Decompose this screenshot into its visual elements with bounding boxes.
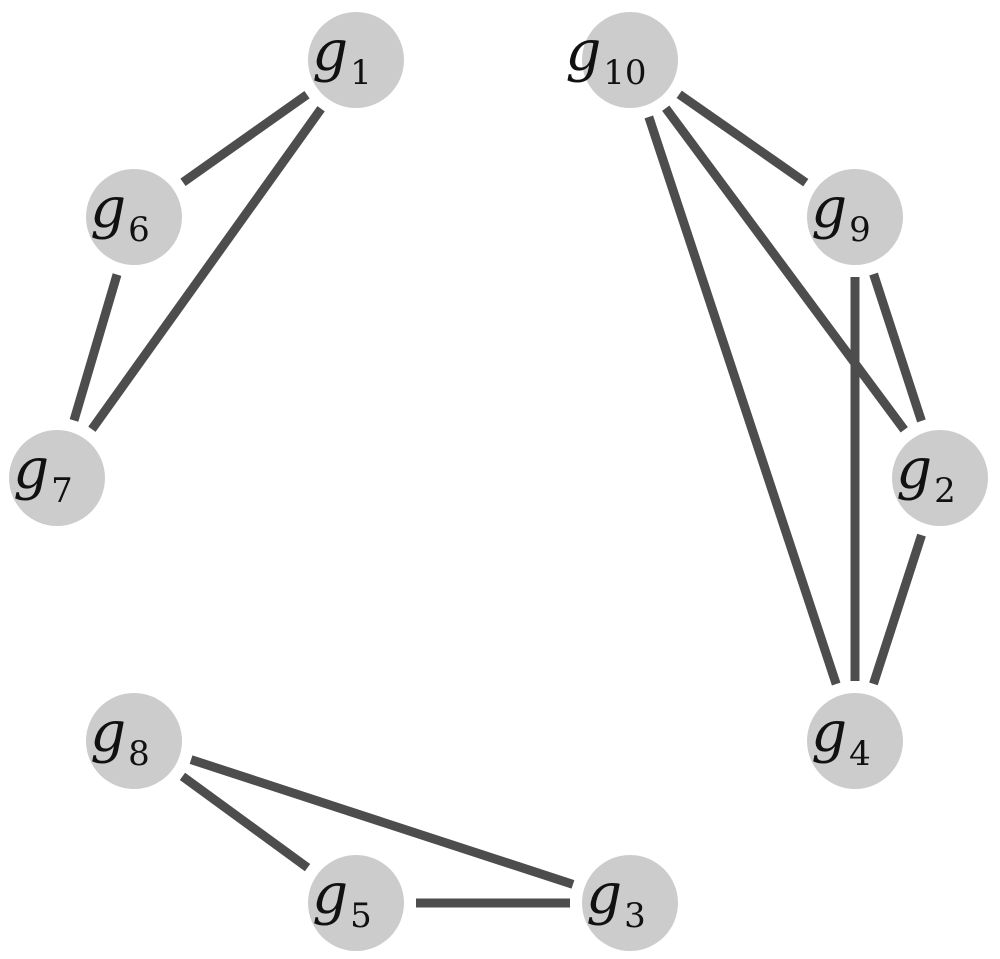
edge-g10-g2	[662, 105, 908, 433]
node-label: g2	[896, 437, 956, 511]
node-subscript: 8	[128, 734, 150, 774]
node-label: g7	[13, 437, 73, 511]
node-g10: g10	[565, 12, 678, 108]
node-label: g10	[565, 19, 646, 93]
node-label: g4	[811, 700, 871, 774]
node-g5: g5	[308, 855, 404, 951]
edge-g2-g4	[869, 533, 926, 686]
node-circle	[308, 12, 404, 108]
node-letter: g	[90, 176, 126, 241]
node-subscript: 10	[603, 53, 646, 93]
node-letter: g	[811, 176, 847, 241]
node-label: g8	[90, 700, 150, 774]
edge-g10-g4	[644, 115, 841, 686]
node-subscript: 7	[51, 471, 73, 511]
node-letter: g	[896, 437, 932, 502]
edge-g9-g2	[869, 272, 926, 423]
edge-g1-g7	[88, 106, 325, 432]
edge-g6-g7	[69, 273, 122, 422]
node-circle	[582, 12, 678, 108]
node-label: g9	[811, 176, 871, 250]
node-g7: g7	[9, 430, 105, 526]
node-subscript: 9	[849, 210, 871, 250]
edge-g8-g5	[179, 772, 311, 872]
node-subscript: 5	[350, 896, 372, 936]
edge-g8-g3	[189, 755, 575, 889]
edge-g10-g9	[676, 90, 809, 187]
node-letter: g	[312, 19, 348, 84]
node-label: g5	[312, 862, 372, 936]
node-subscript: 6	[128, 210, 150, 250]
node-circle	[892, 430, 988, 526]
node-g4: g4	[807, 693, 903, 789]
edge-g1-g6	[180, 90, 310, 187]
node-letter: g	[90, 700, 126, 765]
node-letter: g	[811, 700, 847, 765]
node-circle	[9, 430, 105, 526]
node-label: g1	[312, 19, 372, 93]
node-g6: g6	[86, 169, 182, 265]
node-subscript: 2	[934, 471, 956, 511]
node-label: g6	[90, 176, 150, 250]
node-letter: g	[586, 862, 622, 927]
node-circle	[807, 169, 903, 265]
node-label: g3	[586, 862, 646, 936]
node-circle	[86, 169, 182, 265]
node-g3: g3	[582, 855, 678, 951]
node-circle	[308, 855, 404, 951]
node-g8: g8	[86, 693, 182, 789]
node-letter: g	[565, 19, 601, 84]
node-letter: g	[13, 437, 49, 502]
node-circle	[86, 693, 182, 789]
node-circle	[807, 693, 903, 789]
node-g1: g1	[308, 12, 404, 108]
node-g9: g9	[807, 169, 903, 265]
node-subscript: 1	[350, 53, 372, 93]
node-letter: g	[312, 862, 348, 927]
node-subscript: 4	[849, 734, 871, 774]
node-circle	[582, 855, 678, 951]
node-subscript: 3	[624, 896, 646, 936]
edges-layer	[69, 90, 926, 908]
node-g2: g2	[892, 430, 988, 526]
